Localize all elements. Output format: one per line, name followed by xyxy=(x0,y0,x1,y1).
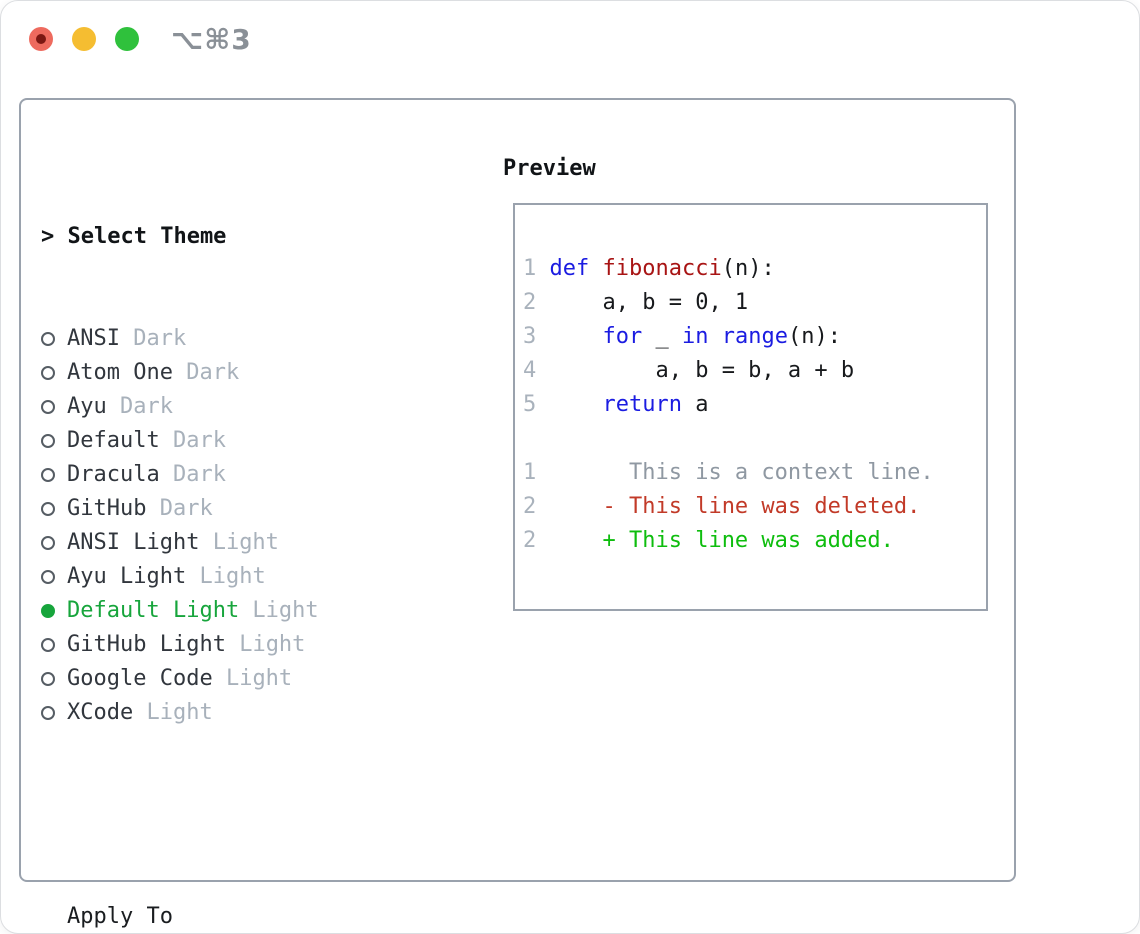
radio-icon xyxy=(41,468,55,482)
radio-icon xyxy=(41,638,55,652)
theme-name: XCode xyxy=(67,700,134,725)
traffic-lights xyxy=(29,27,139,51)
theme-name: Default xyxy=(67,428,160,453)
window-title: ⌥⌘3 xyxy=(171,23,252,56)
code-preview: 1 def fibonacci(n): 2 a, b = 0, 1 3 for _ … xyxy=(523,252,978,558)
theme-name: Dracula xyxy=(67,462,160,487)
theme-name: Ayu xyxy=(67,394,107,419)
theme-option-google-code-light[interactable]: Google Code Light xyxy=(41,662,491,696)
theme-option-ayu-dark[interactable]: Ayu Dark xyxy=(41,390,491,424)
theme-name: Ayu Light xyxy=(67,564,187,589)
preview-heading: Preview xyxy=(503,156,596,181)
theme-name: Google Code xyxy=(67,666,213,691)
code-line: 5 return a xyxy=(523,392,709,417)
theme-option-default-light-light[interactable]: Default Light Light xyxy=(41,594,491,628)
preview-box: 1 def fibonacci(n): 2 a, b = 0, 1 3 for _ … xyxy=(513,203,988,611)
theme-name: ANSI Light xyxy=(67,530,200,555)
zoom-button-icon[interactable] xyxy=(115,27,139,51)
radio-icon xyxy=(41,672,55,686)
code-line: 3 for _ in range(n): xyxy=(523,324,841,349)
code-line: 2 a, b = 0, 1 xyxy=(523,290,749,315)
radio-icon xyxy=(41,502,55,516)
theme-variant: Dark xyxy=(146,496,213,521)
theme-option-ansi-light-light[interactable]: ANSI Light Light xyxy=(41,526,491,560)
radio-icon xyxy=(41,706,55,720)
theme-variant: Dark xyxy=(119,326,187,351)
theme-name: Default Light xyxy=(67,598,240,623)
theme-option-atom-one-dark[interactable]: Atom One Dark xyxy=(41,356,491,390)
right-column: Preview 1 def fibonacci(n): 2 a, b = 0, 1… xyxy=(495,152,988,611)
radio-icon xyxy=(41,400,55,414)
theme-variant: Light xyxy=(133,700,213,725)
theme-option-default-dark[interactable]: Default Dark xyxy=(41,424,491,458)
theme-variant: Dark xyxy=(106,394,173,419)
theme-name: ANSI xyxy=(67,326,120,351)
radio-icon xyxy=(41,536,55,550)
radio-icon xyxy=(41,570,55,584)
close-button-icon[interactable] xyxy=(29,27,53,51)
theme-option-dracula-dark[interactable]: Dracula Dark xyxy=(41,458,491,492)
spacer xyxy=(41,798,491,832)
apply-to-heading: Apply To xyxy=(67,904,173,929)
code-line: 4 a, b = b, a + b xyxy=(523,358,855,383)
minimize-button-icon[interactable] xyxy=(72,27,96,51)
code-line: 2 + This line was added. xyxy=(523,528,894,553)
theme-option-xcode-light[interactable]: XCode Light xyxy=(41,696,491,730)
theme-option-github-dark[interactable]: GitHub Dark xyxy=(41,492,491,526)
radio-icon xyxy=(41,366,55,380)
code-line: 2 - This line was deleted. xyxy=(523,494,921,519)
theme-variant: Light xyxy=(212,666,293,691)
theme-name: GitHub Light xyxy=(67,632,226,657)
theme-variant: Dark xyxy=(159,428,226,453)
theme-variant: Light xyxy=(239,598,319,623)
theme-name: GitHub xyxy=(67,496,147,521)
theme-variant: Light xyxy=(186,564,266,589)
theme-variant: Light xyxy=(199,530,279,555)
theme-option-github-light-light[interactable]: GitHub Light Light xyxy=(41,628,491,662)
theme-name: Atom One xyxy=(67,360,173,385)
radio-icon xyxy=(41,332,55,346)
radio-selected-icon xyxy=(41,604,55,618)
theme-option-ayu-light-light[interactable]: Ayu Light Light xyxy=(41,560,491,594)
code-line: 1 This is a context line. xyxy=(523,460,934,485)
theme-variant: Dark xyxy=(159,462,226,487)
theme-option-ansi-dark[interactable]: ANSI Dark xyxy=(41,322,491,356)
theme-variant: Dark xyxy=(172,360,240,385)
code-line: 1 def fibonacci(n): xyxy=(523,256,775,281)
code-line-blank xyxy=(523,422,978,456)
select-theme-heading: > Select Theme xyxy=(41,224,227,249)
titlebar: ⌥⌘3 xyxy=(1,1,1139,73)
theme-variant: Light xyxy=(225,632,306,657)
radio-icon xyxy=(41,434,55,448)
